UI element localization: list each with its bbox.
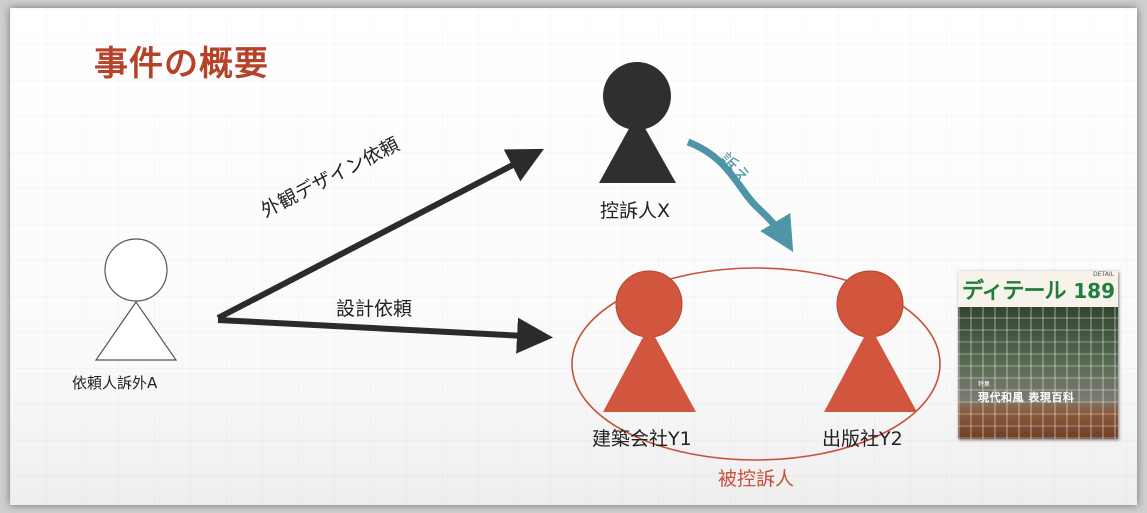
builder-figure <box>603 270 696 412</box>
respondents-ellipse <box>571 267 941 461</box>
client-head <box>104 238 168 302</box>
design-arrow <box>217 317 553 354</box>
sue-arrow <box>686 138 794 253</box>
exterior-design-arrow <box>216 148 544 321</box>
background-grid <box>10 8 1137 505</box>
publisher-figure <box>824 270 917 412</box>
builder-label: 建築会社Y1 <box>592 428 692 450</box>
magazine-feature-title: 現代和風 表現百科 <box>978 391 1075 404</box>
slide: 事件の概要 <box>10 8 1137 505</box>
magazine-detail-text: DETAIL <box>1093 271 1114 278</box>
appellant-head <box>603 62 671 130</box>
magazine-photo: 特集 現代和風 表現百科 <box>958 307 1118 439</box>
appellant-figure <box>599 62 676 183</box>
appellant-body <box>599 114 676 183</box>
publisher-label: 出版社Y2 <box>822 428 903 450</box>
magazine-feature-tag: 特集 <box>978 381 991 388</box>
publisher-body <box>824 326 917 412</box>
appellant-label: 控訴人X <box>600 200 671 222</box>
magazine-issue: 189 <box>1073 279 1115 303</box>
magazine-cover: ディテール DETAIL 189 特集 現代和風 表現百科 <box>958 271 1118 439</box>
builder-body <box>603 326 696 412</box>
magazine-title: ディテール <box>962 279 1066 304</box>
slide-title: 事件の概要 <box>94 44 269 84</box>
respondents-label: 被控訴人 <box>718 468 795 490</box>
design-label: 設計依頼 <box>336 298 413 320</box>
relationship-diagram <box>94 62 941 461</box>
client-body <box>94 300 178 361</box>
client-figure <box>94 238 178 361</box>
client-label: 依頼人訴外A <box>72 374 158 392</box>
magazine-header: ディテール DETAIL 189 <box>958 271 1118 307</box>
